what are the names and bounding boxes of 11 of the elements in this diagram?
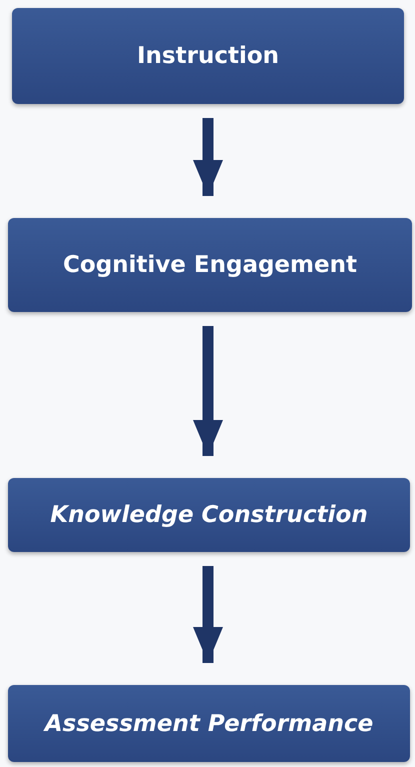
box-label: Cognitive Engagement — [63, 252, 357, 278]
arrow — [193, 118, 223, 196]
process-box — [8, 218, 412, 312]
arrow — [193, 566, 223, 663]
arrow — [193, 326, 223, 456]
process-box — [12, 8, 404, 104]
box-label: Instruction — [136, 43, 280, 69]
box-label: Assessment Performance — [44, 710, 374, 736]
box-label: Knowledge Construction — [50, 502, 368, 528]
process-box — [8, 478, 410, 552]
process-box — [8, 685, 410, 762]
